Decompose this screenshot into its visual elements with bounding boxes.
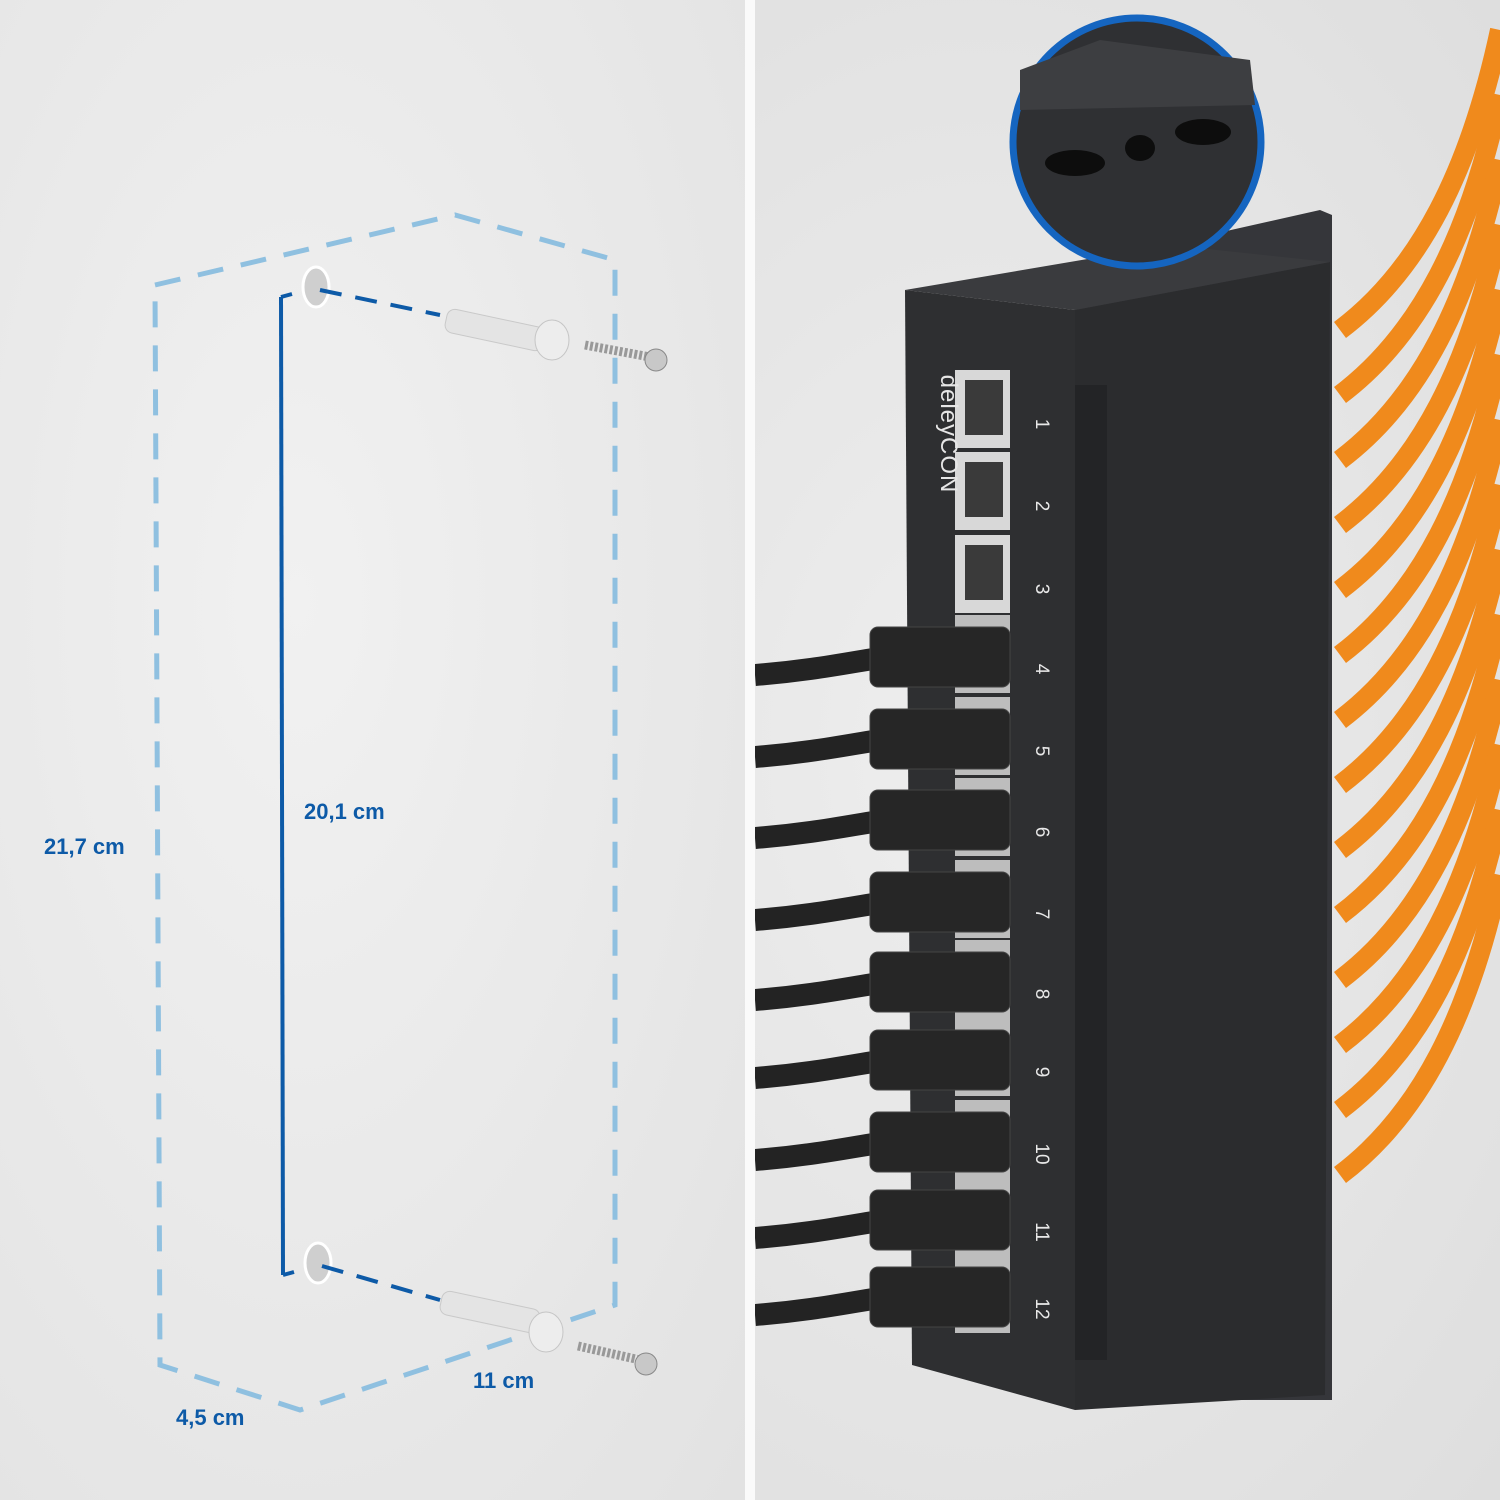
width-label: 11 cm <box>473 1368 535 1393</box>
zoom-detail-top-edge <box>1020 40 1255 110</box>
orange-cable <box>1333 612 1500 923</box>
port-number-label: 11 <box>1031 1222 1052 1242</box>
rj45-plug <box>869 789 1011 851</box>
device-edge-groove <box>1075 385 1107 1360</box>
port-number-label: 1 <box>1031 418 1052 430</box>
mounting-guide-drawing <box>152 212 668 1413</box>
panel-divider <box>745 0 755 1500</box>
orange-cable <box>1333 222 1500 533</box>
port-number-label: 12 <box>1031 1298 1052 1320</box>
hole-distance-tick-top <box>280 292 293 299</box>
port-number-label: 5 <box>1031 745 1052 757</box>
port-number-label: 3 <box>1031 583 1052 595</box>
orange-cable <box>1333 742 1500 1053</box>
orange-cable <box>1333 872 1500 1183</box>
depth-label: 4,5 cm <box>176 1405 245 1430</box>
hole-distance-tick-bottom <box>282 1270 295 1277</box>
orange-cable <box>1333 92 1500 403</box>
guide-line-top <box>319 288 441 317</box>
screw-top-icon <box>584 340 668 372</box>
rj45-plug <box>869 1189 1011 1251</box>
rj45-plug <box>869 626 1011 688</box>
port-number-label: 8 <box>1031 988 1052 1000</box>
wall-plug-bottom-icon <box>439 1290 564 1353</box>
height-holes-label: 20,1 cm <box>304 799 385 824</box>
rj45-plug <box>869 1266 1011 1328</box>
brand-logo-text: deleyCON <box>935 374 962 494</box>
rj45-plug <box>869 708 1011 770</box>
patch-panel-illustration <box>755 14 1500 1410</box>
rj45-port-opening <box>965 462 1003 517</box>
port-number-label: 6 <box>1031 826 1052 838</box>
drill-hole-top <box>301 265 331 309</box>
wall-plug-top-icon <box>444 308 570 361</box>
black-cable-group <box>755 626 1011 1328</box>
rj45-plug <box>869 1111 1011 1173</box>
device-top-panel <box>905 245 1330 310</box>
outline-dashed-box <box>152 212 618 1413</box>
port-number-label: 10 <box>1031 1143 1052 1165</box>
orange-cable <box>1333 807 1500 1118</box>
orange-cable <box>1333 287 1500 598</box>
orange-cable-bundle <box>1333 27 1500 1183</box>
port-number-label: 9 <box>1031 1066 1052 1078</box>
rj45-port-opening <box>965 380 1003 435</box>
orange-cable <box>1333 157 1500 468</box>
port-number-label: 2 <box>1031 500 1052 512</box>
orange-cable <box>1333 352 1500 663</box>
port-number-label: 4 <box>1031 663 1052 675</box>
rj45-plug <box>869 871 1011 933</box>
port-group <box>955 370 1010 1333</box>
rj45-port-opening <box>965 545 1003 600</box>
hole-distance-line <box>279 296 285 1276</box>
device-side-panel <box>1075 262 1330 1410</box>
orange-cable <box>1333 417 1500 728</box>
rj45-plug <box>869 1029 1011 1091</box>
guide-line-bottom <box>321 1264 441 1302</box>
orange-cable <box>1333 677 1500 988</box>
keyhole-slots-icon <box>1045 119 1231 176</box>
drill-hole-bottom <box>303 1241 333 1285</box>
orange-cable <box>1333 547 1500 858</box>
port-number-label: 7 <box>1031 908 1052 920</box>
orange-cable <box>1333 27 1500 338</box>
rj45-plug <box>869 951 1011 1013</box>
height-outer-label: 21,7 cm <box>44 834 125 859</box>
orange-cable <box>1333 482 1500 793</box>
screw-bottom-icon <box>577 1341 658 1376</box>
mounting-diagram-panel: 21,7 cm 20,1 cm 11 cm 4,5 cm <box>0 0 745 1500</box>
